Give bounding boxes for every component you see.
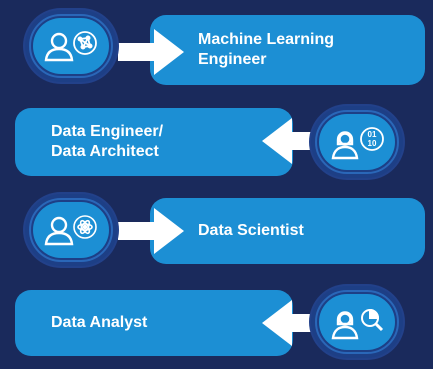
atom-icon [73,215,97,239]
role-label-line2: Engineer [198,51,267,68]
role-label-line2: Data Architect [51,143,159,160]
role-pill-data-analyst: Data Analyst [15,290,293,356]
arrow-right-icon [118,29,184,75]
user-icon [44,32,74,62]
network-icon [73,31,97,55]
role-pill-data-engineer: Data Engineer/ Data Architect [15,108,293,176]
role-label: Data Scientist [198,222,304,239]
woman-icon [331,311,359,340]
role-badge-data-engineer: 01 10 [311,106,403,178]
svg-text:01: 01 [368,130,377,139]
arrow-left-icon [262,300,328,346]
user-icon [44,216,74,246]
role-badge-machine-learning-engineer [25,10,117,82]
role-badge-data-analyst [311,286,403,358]
role-label: Data Analyst [51,314,148,331]
role-label-line1: Machine Learning [198,31,335,48]
role-badge-data-scientist [25,194,117,266]
magnifier-icon [361,308,384,332]
role-label-line1: Data Engineer/ [51,123,164,140]
woman-icon [331,131,359,160]
arrow-left-icon [262,118,328,164]
binary-icon: 01 10 [360,127,384,151]
svg-text:10: 10 [368,139,377,148]
arrow-right-icon [118,208,184,254]
role-pill-data-scientist: Data Scientist [150,198,425,264]
role-pill-machine-learning-engineer: Machine Learning Engineer [150,15,425,85]
